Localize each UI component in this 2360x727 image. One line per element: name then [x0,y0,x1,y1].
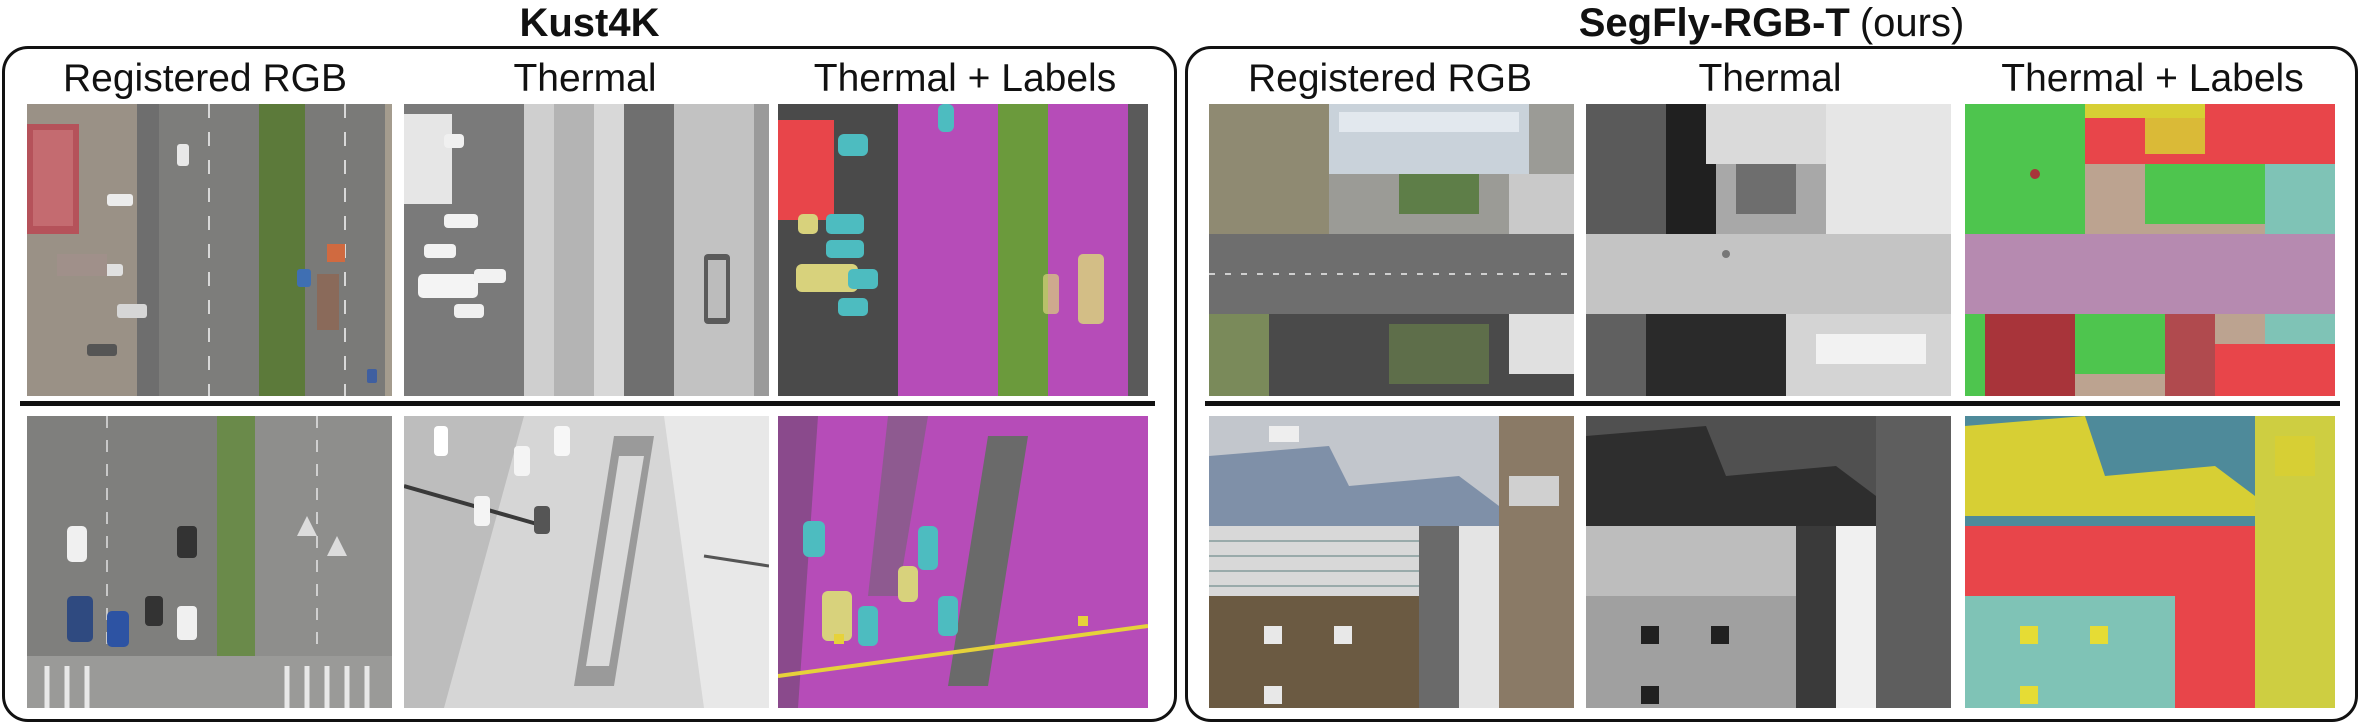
segfly-panel [1185,46,2358,722]
segfly-r2-rgb-image [1209,416,1574,708]
segfly-col-labels-header: Thermal + Labels [2001,57,2304,100]
segfly-title-suffix: (ours) [1859,0,1965,45]
kust4k-title: Kust4K [2,0,1177,46]
kust4k-r1-thermal-image [404,104,769,396]
segfly-title: SegFly-RGB-T (ours) [1185,0,2358,46]
kust4k-r1-labels-image [778,104,1148,396]
segfly-r1-rgb-image [1209,104,1574,396]
segfly-r1-labels-image [1965,104,2335,396]
kust4k-row-separator [20,401,1155,406]
segfly-r2-labels-image [1965,416,2335,708]
segfly-r2-thermal-image [1586,416,1951,708]
kust4k-r1-rgb-image [27,104,392,396]
kust4k-r2-thermal-image [404,416,769,708]
segfly-col-rgb-header: Registered RGB [1248,57,1532,100]
kust4k-title-text: Kust4K [519,0,660,45]
kust4k-panel [2,46,1177,722]
segfly-col-thermal-header: Thermal [1698,57,1842,100]
kust4k-col-labels-header: Thermal + Labels [813,57,1117,100]
segfly-row-separator [1205,401,2340,406]
kust4k-col-rgb-header: Registered RGB [63,57,347,100]
kust4k-col-thermal-header: Thermal [513,57,657,100]
segfly-title-text: SegFly-RGB-T [1578,0,1850,45]
segfly-r1-thermal-image [1586,104,1951,396]
kust4k-r2-labels-image [778,416,1148,708]
kust4k-r2-rgb-image [27,416,392,708]
